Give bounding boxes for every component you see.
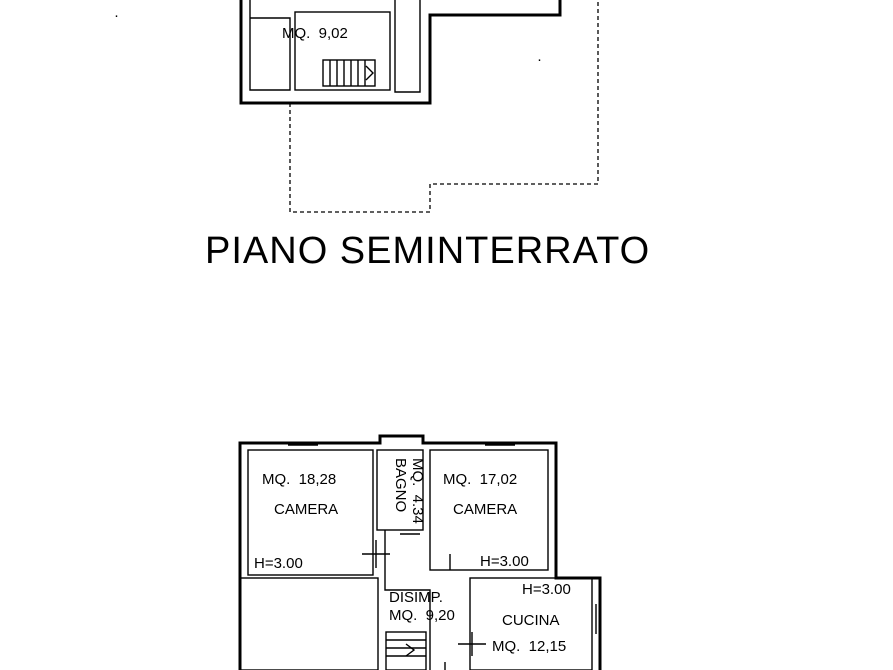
bathroom-walls: [376, 449, 424, 531]
ground-floor-plan: MQ. 18,28 CAMERA H=3.00 BAGNO MQ. 4.34 M…: [238, 434, 602, 670]
bathroom-area: MQ. 4.34: [409, 458, 426, 524]
semi-basement-stair-wall: [394, 0, 421, 93]
bedroom-2-walls: [429, 449, 549, 571]
bedroom-1-area: MQ. 18,28: [262, 471, 336, 488]
door-marks: [362, 533, 486, 670]
semi-basement-room-wall: [294, 11, 391, 91]
bedroom-2-name: CAMERA: [453, 501, 517, 518]
bedroom-1-walls: [247, 449, 374, 576]
ground-floor-stairs: [385, 631, 427, 670]
hallway-wall: [384, 530, 431, 670]
kitchen-name: CUCINA: [502, 612, 560, 629]
stray-mark: ·: [537, 51, 542, 68]
kitchen-walls: [469, 577, 593, 670]
hallway-area: MQ. 9,20: [389, 607, 455, 624]
bedroom-1-name: CAMERA: [274, 501, 338, 518]
bathroom-name: BAGNO: [392, 458, 409, 512]
semi-basement-stairs: [322, 59, 376, 87]
semi-basement-room-area: MQ. 9,02: [282, 25, 348, 42]
bedroom-2-height: H=3.00: [480, 553, 529, 570]
semi-basement-dashed-outline: [289, 0, 599, 213]
kitchen-area: MQ. 12,15: [492, 638, 566, 655]
lower-left-room-walls: [239, 577, 379, 670]
hallway-name: DISIMP.: [389, 589, 443, 606]
semi-basement-plan: MQ. 9,02 PIANO SEMINTERRATO · ·: [114, 0, 650, 272]
semi-basement-inner-wall: [249, 0, 291, 91]
stray-mark: ·: [114, 7, 119, 24]
bedroom-1-height: H=3.00: [254, 555, 303, 572]
semi-basement-outer-wall: [239, 0, 562, 105]
kitchen-height: H=3.00: [522, 581, 571, 598]
semi-basement-title: PIANO SEMINTERRATO: [205, 230, 650, 272]
bedroom-2-area: MQ. 17,02: [443, 471, 517, 488]
